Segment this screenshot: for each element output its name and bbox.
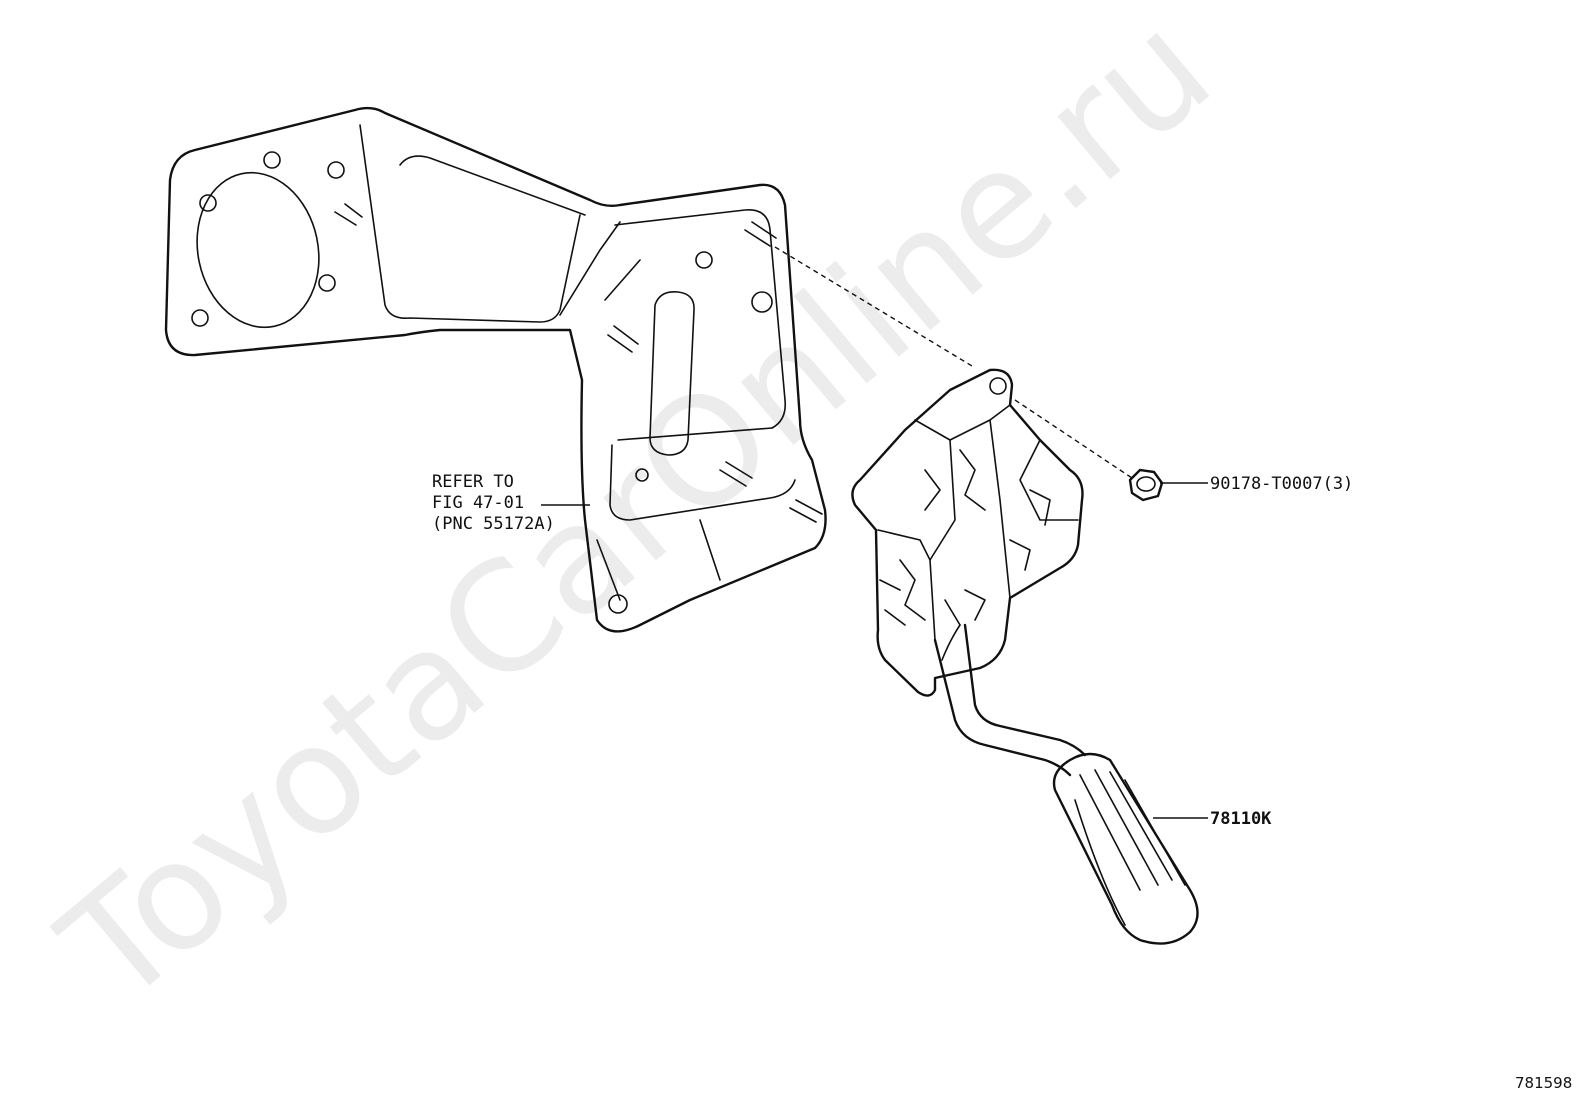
refer-note-line2: FIG 47-01 <box>432 493 524 513</box>
refer-note: REFER TO FIG 47-01 (PNC 55172A) <box>432 472 555 534</box>
refer-note-line1: REFER TO <box>432 472 514 492</box>
nut <box>1128 468 1164 502</box>
pedal-mount-bracket <box>164 106 827 633</box>
alignment-line-upper <box>774 246 973 367</box>
figure-number: 781598 <box>1515 1074 1572 1092</box>
accelerator-pedal-assembly <box>851 368 1199 945</box>
pedal-part-number[interactable]: 78110K <box>1210 809 1272 829</box>
alignment-line-lower <box>1014 399 1133 479</box>
nut-part-number[interactable]: 90178-T0007(3) <box>1210 474 1353 494</box>
refer-note-line3: (PNC 55172A) <box>432 514 555 534</box>
